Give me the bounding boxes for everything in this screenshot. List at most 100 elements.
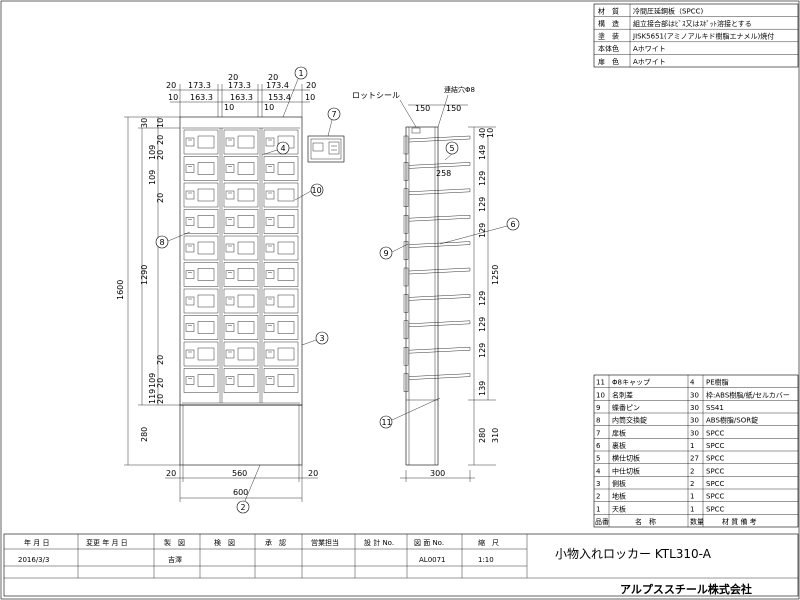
lock-icon	[265, 164, 275, 173]
parts-cell: 5	[596, 455, 600, 463]
locker-door	[183, 341, 219, 367]
parts-cell: SPCC	[706, 442, 725, 450]
lock-icon	[225, 376, 235, 385]
spec-label: 材 質	[598, 7, 619, 16]
parts-cell: 扉板	[612, 428, 626, 437]
locker-door	[183, 315, 219, 340]
dim-text: 20	[156, 135, 165, 145]
locker-door	[263, 156, 299, 181]
shelf-bottom	[408, 244, 471, 248]
shelf-bottom	[408, 165, 471, 169]
shelf-bottom	[408, 191, 471, 195]
dim-text: 20	[156, 355, 165, 365]
locker-door	[263, 341, 299, 367]
dim-text: 30	[140, 118, 149, 128]
lock-icon	[185, 376, 195, 385]
parts-cell: 内筒交換錠	[612, 416, 647, 425]
lock-icon	[265, 137, 275, 147]
name-card-holder	[237, 188, 255, 202]
lock-icon	[265, 349, 275, 359]
dim-text: 129	[478, 223, 487, 238]
title-header: 図 面 No.	[414, 539, 444, 547]
name-card-holder	[197, 347, 215, 361]
locker-door	[263, 262, 299, 287]
dim-text: 20	[156, 378, 165, 388]
spec-label: 構 造	[598, 19, 619, 28]
name-card-holder	[197, 215, 215, 228]
callout-number: 6	[511, 220, 516, 229]
front-cabinet-outline	[179, 116, 303, 406]
shelf-bottom	[408, 297, 471, 301]
parts-cell: 1	[690, 442, 694, 450]
lock-icon	[185, 296, 195, 306]
hinge	[403, 135, 409, 155]
shelf-top	[408, 162, 471, 166]
shelf-top	[408, 188, 471, 192]
shelf-bottom	[408, 218, 471, 222]
dim-text: 163.3	[230, 93, 253, 102]
lock-icon	[185, 243, 195, 253]
lock-icon	[185, 190, 195, 200]
dim-text: 1290	[140, 265, 149, 285]
spec-label: 本体色	[598, 44, 619, 53]
parts-cell: 30	[690, 391, 699, 399]
locker-door	[183, 209, 219, 234]
name-card-holder	[277, 241, 295, 255]
dim-text: 173.3	[188, 81, 211, 90]
front-top-dimensions: 20 173.3 20 173.3 20 173.4 20 10 163.3 1…	[166, 73, 316, 117]
locker-door	[223, 209, 259, 234]
callout-number: 3	[320, 334, 325, 343]
shelf-top	[408, 215, 471, 219]
spec-value: JISK5651(アミノアルキド樹脂エナメル)焼付	[632, 32, 774, 41]
parts-cell: SS41	[706, 404, 724, 412]
lock-icon	[265, 323, 275, 332]
dim-text: 109	[148, 145, 157, 160]
front-view	[179, 116, 303, 466]
shelf-top	[408, 347, 471, 351]
parts-cell: 中仕切板	[612, 466, 640, 475]
parts-cell: 横仕切板	[612, 454, 640, 463]
shelf-top	[408, 373, 471, 377]
parts-cell: 27	[690, 455, 699, 463]
locker-door	[223, 129, 259, 155]
parts-cell: 地板	[612, 492, 626, 501]
drawing-title: 小物入れロッカー KTL310-A	[555, 547, 712, 561]
locker-door	[223, 262, 259, 287]
hinge	[403, 214, 409, 234]
name-card-holder	[277, 347, 295, 361]
dim-text: 20	[156, 394, 165, 404]
dim-text: 20	[308, 469, 318, 478]
front-left-dimensions: 1600 1290 280 30 10 20 109 20 109 20 20 …	[116, 116, 180, 466]
lock-icon	[225, 323, 235, 332]
dim-text: 310	[491, 428, 500, 443]
name-card-holder	[197, 188, 215, 202]
dim-text: 173.3	[228, 81, 251, 90]
parts-cell: 9	[596, 404, 600, 412]
spec-value: 冷間圧延鋼板（SPCC)	[633, 7, 703, 16]
parts-cell: 11	[596, 379, 605, 387]
callout-number: 10	[312, 186, 322, 195]
dim-text: 10	[486, 128, 495, 138]
name-card-holder	[277, 268, 295, 281]
parts-cell: 枠:ABS樹脂/紙/セルカバー	[706, 390, 790, 399]
lock-icon	[265, 190, 275, 200]
locker-door	[183, 368, 219, 393]
name-card-holder	[197, 162, 215, 175]
shelf-bottom	[408, 323, 471, 327]
parts-cell: SPCC	[706, 467, 725, 475]
side-labels: ロットシール 連結穴Φ8 150 150 1250 310 280 40 10 …	[352, 85, 520, 482]
lock-icon	[265, 243, 275, 253]
name-card-holder	[237, 347, 255, 361]
callout-number: 4	[281, 144, 286, 153]
dim-text: 173.4	[266, 81, 289, 90]
dim-text: 560	[232, 469, 247, 478]
spec-label: 扉 色	[598, 57, 619, 66]
dim-text: 150	[415, 104, 430, 113]
name-card-holder	[277, 294, 295, 308]
lock-icon	[265, 376, 275, 385]
front-door-grid	[183, 129, 299, 393]
shelf-top	[408, 241, 471, 245]
locker-door	[263, 288, 299, 314]
locker-door	[183, 129, 219, 155]
